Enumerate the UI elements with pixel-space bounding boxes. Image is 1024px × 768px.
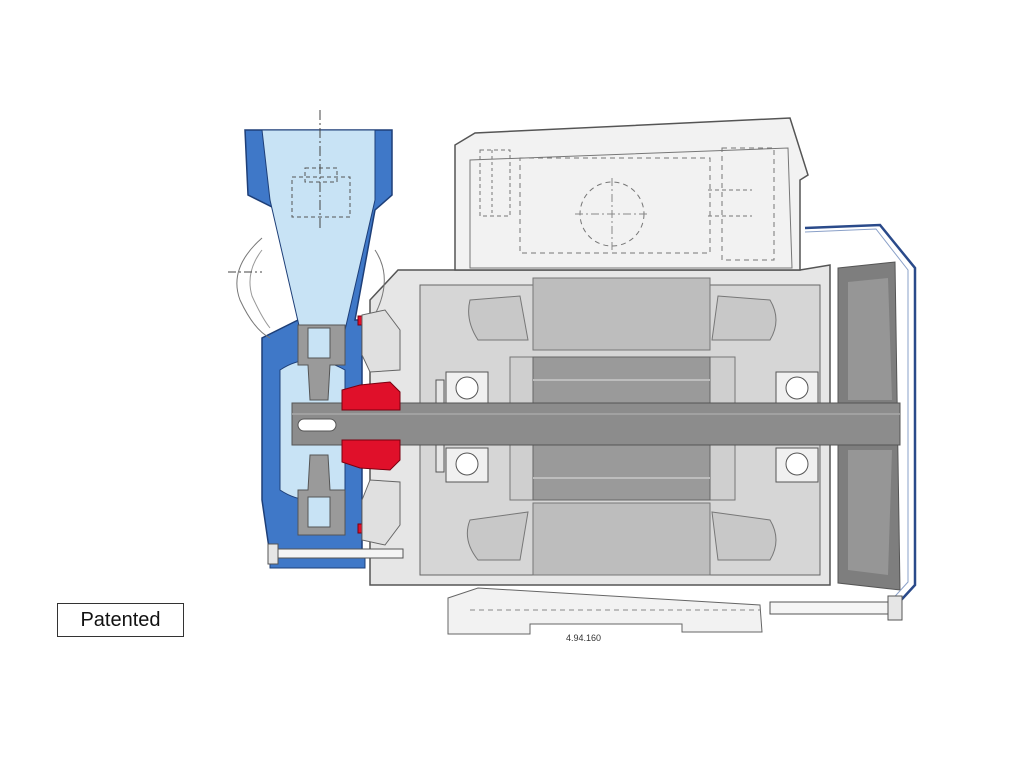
tie-bolt bbox=[769, 595, 903, 621]
motor-shaft bbox=[291, 402, 901, 446]
cooling-fan bbox=[837, 261, 901, 591]
motor-foot bbox=[447, 587, 763, 635]
drawing-number: 4.94.160 bbox=[566, 633, 602, 643]
impeller bbox=[297, 324, 346, 536]
terminal-box bbox=[454, 117, 809, 271]
stator-windings bbox=[466, 277, 777, 576]
inlet-plug bbox=[291, 167, 351, 218]
rear-bearing bbox=[775, 371, 819, 483]
casing-bolt bbox=[267, 543, 404, 565]
patented-badge: Patented bbox=[57, 603, 184, 637]
bracket-flange bbox=[361, 309, 401, 546]
